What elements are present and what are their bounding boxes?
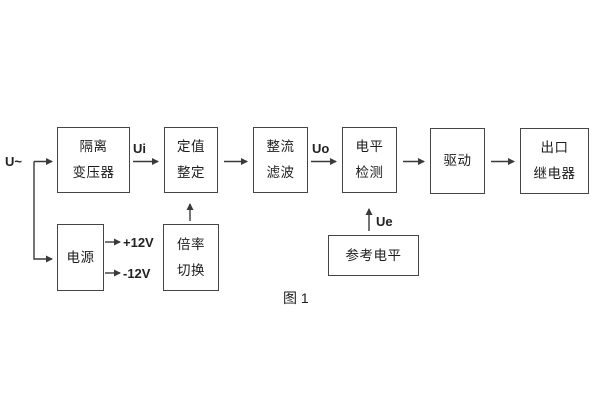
block-rectifier-filter-line1: 整流 xyxy=(266,139,295,154)
block-isolation-transformer-line2: 变压器 xyxy=(72,165,115,180)
block-reference-level-label: 参考电平 xyxy=(345,247,402,263)
block-output-relay-line2: 继电器 xyxy=(533,166,576,181)
block-rectifier-filter: 整流 滤波 xyxy=(253,127,308,193)
block-reference-level: 参考电平 xyxy=(328,235,419,276)
figure-caption: 图 1 xyxy=(283,290,309,306)
power-plus12v-label: +12V xyxy=(123,235,154,250)
block-value-setting: 定值 整定 xyxy=(164,127,218,193)
block-level-detection: 电平 检测 xyxy=(342,127,397,193)
block-value-setting-line2: 整定 xyxy=(177,165,205,180)
signal-uo-label: Uo xyxy=(312,141,330,156)
block-output-relay-line1: 出口 xyxy=(540,140,569,155)
signal-ui-label: Ui xyxy=(133,141,146,156)
arrow-input-to-power-supply xyxy=(33,161,53,263)
signal-ue-label: Ue xyxy=(376,214,393,229)
block-power-supply-label: 电源 xyxy=(66,249,95,265)
input-voltage-label: U~ xyxy=(5,154,22,169)
block-driver-label: 驱动 xyxy=(443,153,472,168)
power-minus12v-label: -12V xyxy=(123,266,151,281)
block-value-setting-line1: 定值 xyxy=(177,139,205,154)
block-ratio-switching-line2: 切换 xyxy=(177,262,205,278)
block-output-relay: 出口 继电器 xyxy=(520,128,589,194)
block-ratio-switching-line1: 倍率 xyxy=(177,236,205,252)
block-driver: 驱动 xyxy=(430,128,485,194)
block-power-supply: 电源 xyxy=(57,224,104,291)
block-isolation-transformer-line1: 隔离 xyxy=(79,139,108,154)
block-isolation-transformer: 隔离 变压器 xyxy=(57,127,130,193)
block-rectifier-filter-line2: 滤波 xyxy=(266,165,295,180)
block-level-detection-line2: 检测 xyxy=(355,165,384,180)
block-level-detection-line1: 电平 xyxy=(355,139,384,154)
block-ratio-switching: 倍率 切换 xyxy=(163,224,219,291)
